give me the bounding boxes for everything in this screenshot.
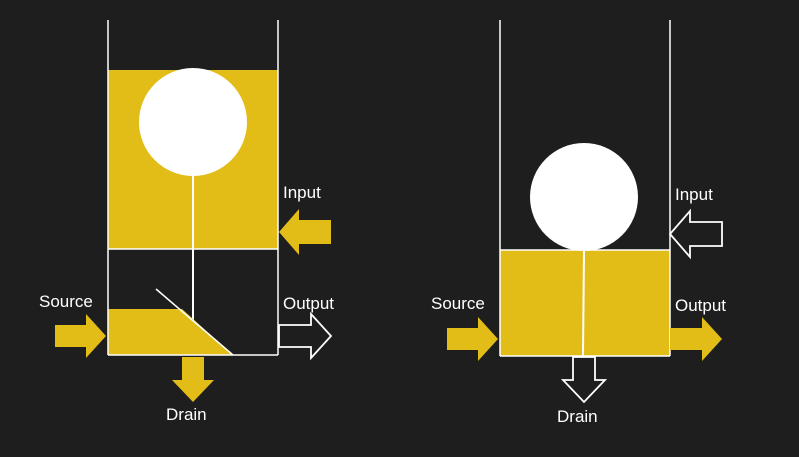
left-output-arrow <box>278 311 333 361</box>
right-input-arrow <box>668 208 723 260</box>
left-input-label: Input <box>283 183 321 202</box>
right-input-label: Input <box>675 185 713 204</box>
right-valve: Input Source Output Drain <box>431 20 726 426</box>
right-lower-fluid <box>500 250 670 356</box>
right-source-arrow <box>447 317 498 361</box>
left-drain-arrow <box>172 357 214 402</box>
left-output-label: Output <box>283 294 334 313</box>
left-source-arrow <box>55 314 106 358</box>
right-output-label: Output <box>675 296 726 315</box>
left-ball <box>139 68 247 176</box>
left-spool-edge <box>155 288 234 356</box>
left-source-label: Source <box>39 292 93 311</box>
right-drain-arrow <box>560 356 608 404</box>
right-source-label: Source <box>431 294 485 313</box>
right-drain-label: Drain <box>557 407 598 426</box>
left-lower-fluid <box>108 309 233 355</box>
left-valve: Input Source Output Drain <box>39 20 334 424</box>
left-input-arrow <box>279 209 331 255</box>
right-output-arrow <box>670 317 722 361</box>
right-ball <box>530 143 638 251</box>
right-stem <box>582 249 585 357</box>
left-drain-label: Drain <box>166 405 207 424</box>
